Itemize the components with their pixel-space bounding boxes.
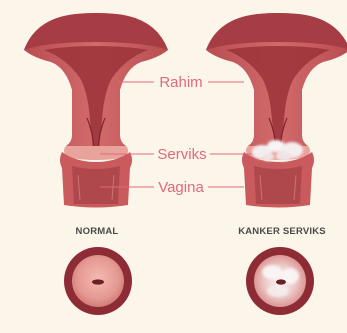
cancer-uterus-illustration bbox=[206, 13, 347, 208]
caption-cancer: KANKER SERVIKS bbox=[238, 226, 326, 237]
caption-normal: NORMAL bbox=[76, 226, 119, 237]
normal-uterus-illustration bbox=[24, 13, 168, 208]
label-vagina: Vagina bbox=[158, 179, 204, 196]
label-uterus: Rahim bbox=[159, 74, 202, 91]
cancer-cervix-view bbox=[246, 247, 314, 315]
normal-cervix-view bbox=[64, 247, 132, 315]
label-cervix: Serviks bbox=[157, 146, 206, 163]
